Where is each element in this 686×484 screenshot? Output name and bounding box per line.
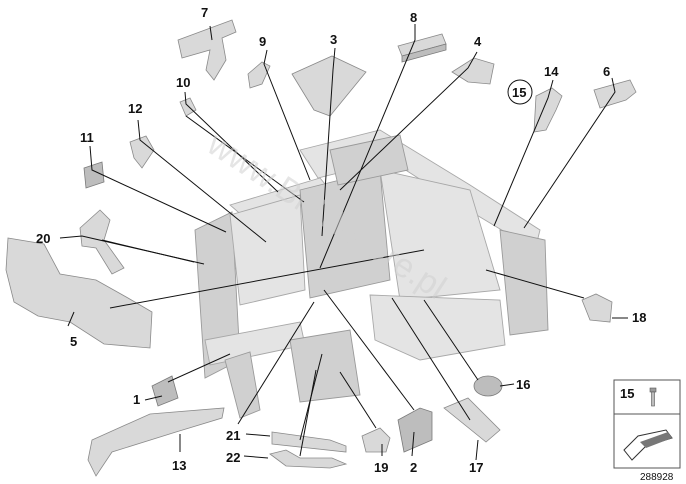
leader-lines — [59, 24, 628, 461]
callout-13: 13 — [172, 458, 186, 473]
part-8 — [397, 33, 447, 63]
part-11 — [83, 161, 105, 189]
part-9 — [247, 61, 271, 89]
part-1 — [151, 375, 179, 407]
screw-icon — [649, 387, 657, 407]
callout-4: 4 — [474, 34, 482, 49]
legend-box — [613, 379, 681, 469]
callout-9: 9 — [259, 34, 266, 49]
part-20 — [79, 209, 125, 275]
callout-3: 3 — [330, 32, 337, 47]
part-6 — [593, 79, 637, 109]
callout-20: 20 — [36, 231, 50, 246]
part-12 — [129, 135, 155, 169]
part-14 — [533, 87, 563, 133]
part-5 — [5, 237, 153, 349]
callout-15-circle — [507, 79, 533, 105]
reference-id: 288928 — [640, 472, 674, 483]
legend-panel: 15 — [613, 379, 681, 469]
callout-14: 14 — [544, 64, 559, 79]
callout-11: 11 — [80, 130, 94, 145]
callout-labels: 7 8 9 3 4 14 6 15 10 12 11 20 5 1 13 21 … — [36, 5, 646, 475]
part-7 — [177, 19, 237, 81]
callout-15: 15 — [512, 85, 526, 100]
callout-2: 2 — [410, 460, 417, 475]
part-21 — [271, 431, 347, 453]
arrow-indicator-icon — [623, 429, 673, 461]
callout-16: 16 — [516, 377, 530, 392]
callout-5: 5 — [70, 334, 77, 349]
part-3 — [291, 55, 367, 117]
part-13 — [87, 407, 225, 477]
part-17 — [443, 397, 501, 443]
callout-1: 1 — [133, 392, 140, 407]
callout-18: 18 — [632, 310, 646, 325]
callout-6: 6 — [603, 64, 610, 79]
part-4 — [451, 57, 495, 85]
callout-21: 21 — [226, 428, 240, 443]
part-10 — [179, 97, 197, 117]
part-16 — [473, 375, 503, 397]
callout-7: 7 — [201, 5, 208, 20]
callout-19: 19 — [374, 460, 388, 475]
part-19 — [361, 427, 391, 453]
part-2 — [397, 407, 433, 453]
part-22 — [269, 449, 348, 469]
callout-22: 22 — [226, 450, 240, 465]
part-18 — [581, 293, 613, 323]
callout-17: 17 — [469, 460, 483, 475]
callout-12: 12 — [128, 101, 142, 116]
callout-8: 8 — [410, 10, 417, 25]
legend-part-number: 15 — [620, 386, 634, 401]
callout-10: 10 — [176, 75, 190, 90]
